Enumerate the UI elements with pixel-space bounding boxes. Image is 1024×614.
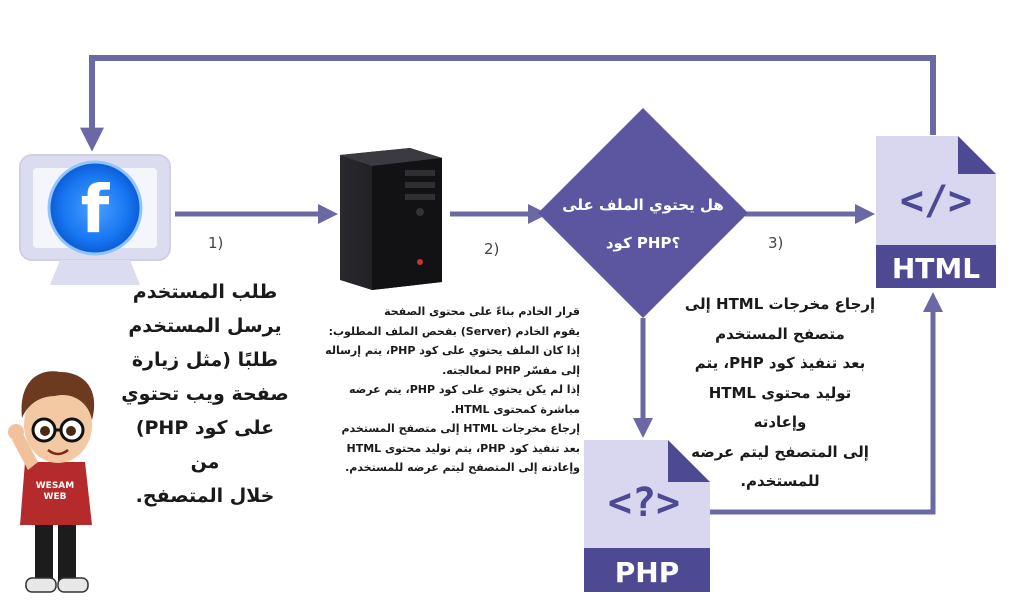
- browser-monitor-icon: f: [19, 154, 171, 285]
- html-symbol: </>: [900, 178, 972, 224]
- facebook-icon: [47, 160, 143, 256]
- shirt-text-1: WESAM: [36, 481, 75, 491]
- php-label: PHP: [615, 556, 679, 589]
- decision-line-2: كود PHP؟: [606, 234, 680, 252]
- shirt-text-2: WEB: [44, 492, 67, 502]
- step-2-description: قرار الخادم بناءً على محتوى الصفحة يقوم …: [325, 305, 580, 474]
- facebook-letter: f: [81, 171, 111, 248]
- php-file-icon: <?> PHP: [584, 440, 710, 592]
- step-number-2: 2): [484, 240, 500, 258]
- decision-diamond: هل يحتوي الملف على كود PHP؟: [538, 108, 748, 318]
- html-label: HTML: [892, 252, 980, 285]
- step-1-description: طلب المستخدم يرسل المستخدم طلبًا (مثل زي…: [121, 281, 289, 507]
- cartoon-character: WESAM WEB: [8, 371, 95, 593]
- decision-line-1: هل يحتوي الملف على: [562, 196, 724, 215]
- arrow-php-to-html: [710, 292, 943, 515]
- step-3-description: إرجاع مخرجات HTML إلى متصفح المستخدم بعد…: [684, 295, 876, 490]
- server-icon: [340, 148, 442, 290]
- step-number-3: 3): [768, 234, 784, 252]
- step-number-1: 1): [208, 234, 224, 252]
- html-file-icon: </> HTML: [876, 136, 996, 288]
- return-arrow-top: [80, 55, 936, 152]
- php-symbol: <?>: [608, 480, 680, 526]
